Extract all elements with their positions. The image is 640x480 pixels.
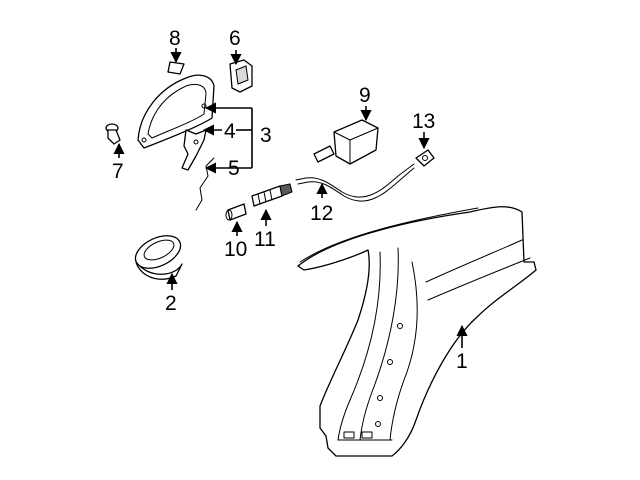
callout-8: 8 — [169, 27, 181, 50]
callout-1: 1 — [456, 350, 468, 373]
grommet — [415, 149, 435, 167]
callout-4: 4 — [224, 120, 236, 143]
plunger — [251, 183, 293, 207]
callout-12: 12 — [310, 202, 333, 225]
callout-13: 13 — [412, 110, 435, 133]
bumper-plug — [105, 123, 121, 145]
callout-11: 11 — [254, 228, 276, 251]
callout-5: 5 — [228, 157, 240, 180]
housing — [229, 59, 253, 93]
fuel-door — [137, 74, 215, 149]
release-cable — [295, 163, 415, 202]
callout-7: 7 — [112, 160, 124, 183]
callout-2: 2 — [165, 292, 177, 315]
hinge — [181, 129, 207, 171]
clip — [167, 61, 185, 75]
fuel-cap — [134, 235, 183, 280]
callout-6: 6 — [229, 27, 241, 50]
bushing — [225, 203, 247, 221]
callout-10: 10 — [224, 238, 247, 261]
callout-3: 3 — [260, 124, 272, 147]
leader-3 — [214, 107, 253, 169]
callout-9: 9 — [359, 84, 371, 107]
hinge-rod — [195, 157, 215, 211]
lock-actuator — [313, 119, 379, 165]
quarter-panel — [297, 206, 537, 457]
